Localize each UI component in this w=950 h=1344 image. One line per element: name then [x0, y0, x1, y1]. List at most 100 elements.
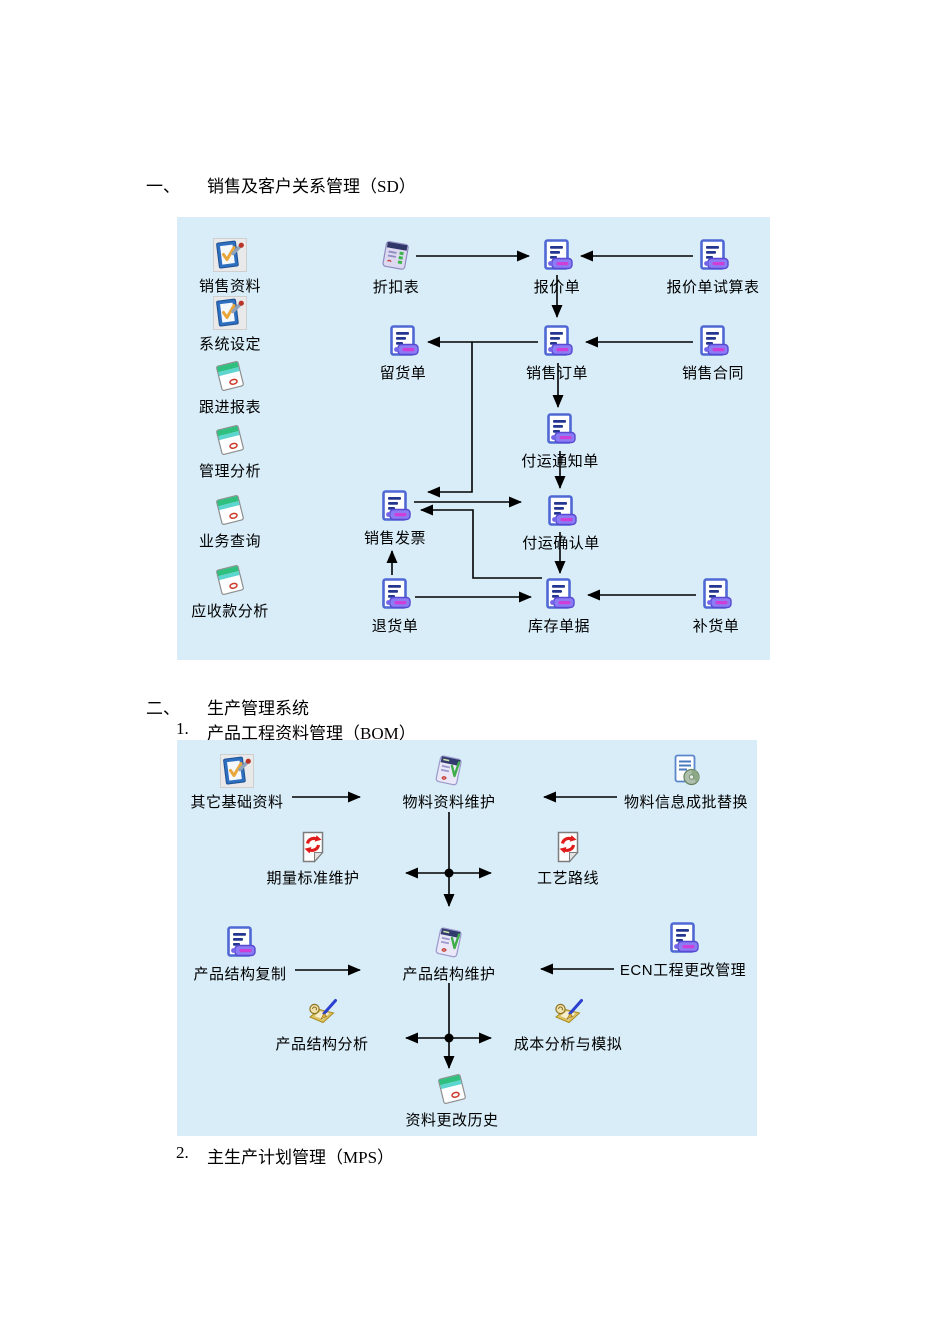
- notebook-icon: [213, 423, 247, 457]
- sidebar-item-receivable-analysis: 应收款分析: [155, 563, 305, 621]
- flow-node-return-order: 退货单: [320, 578, 470, 636]
- node-label: 业务查询: [198, 533, 261, 550]
- node-label: 物料资料维护: [402, 794, 496, 811]
- sidebar-item-sales-data: 销售资料: [155, 238, 305, 296]
- section-2-numeral: 二、: [146, 699, 180, 718]
- flow-node-other-base-data: 其它基础资料: [162, 754, 312, 812]
- node-label: 补货单: [692, 618, 740, 635]
- notepad-icon: [432, 754, 466, 788]
- node-label: 物料信息成批替换: [623, 794, 748, 811]
- document-tag-icon: [696, 325, 730, 359]
- recycle-document-icon: [296, 830, 330, 864]
- node-label: 折扣表: [372, 279, 420, 296]
- notebook-icon: [213, 359, 247, 393]
- node-label: 成本分析与模拟: [513, 1036, 623, 1053]
- node-label: 其它基础资料: [190, 794, 284, 811]
- notepad-icon: [432, 926, 466, 960]
- section-1-title: 销售及客户关系管理（SD）: [207, 177, 416, 196]
- flow-node-material-maintain: 物料资料维护: [374, 754, 524, 812]
- flow-node-process-route: 工艺路线: [493, 830, 643, 888]
- flow-node-change-history: 资料更改历史: [377, 1072, 527, 1130]
- node-label: 跟进报表: [198, 399, 261, 416]
- node-label: 退货单: [371, 618, 419, 635]
- flow-node-quotation-trial: 报价单试算表: [638, 239, 788, 297]
- subitem-1-heading: 1. 产品工程资料管理（BOM）: [0, 719, 950, 743]
- document-tag-icon: [543, 413, 577, 447]
- node-label: 报价单试算表: [666, 279, 760, 296]
- node-label: ECN工程更改管理: [619, 962, 747, 979]
- node-label: 产品结构复制: [193, 966, 287, 983]
- flow-node-inventory-doc: 库存单据: [484, 578, 634, 636]
- node-label: 销售发票: [363, 530, 426, 547]
- subitem-2-title: 主生产计划管理（MPS）: [207, 1148, 395, 1167]
- node-label: 应收款分析: [191, 603, 269, 620]
- subitem-2-heading: 2. 主生产计划管理（MPS）: [0, 1143, 950, 1167]
- document-tag-icon: [540, 239, 574, 273]
- document-tag-icon: [540, 325, 574, 359]
- node-label: 报价单: [533, 279, 581, 296]
- sidebar-item-business-query: 业务查询: [155, 493, 305, 551]
- sd-flow-panel: 销售资料 系统设定 跟进报表 管理分析 业务查询 应收款分析 折扣表 报价单 报…: [177, 217, 770, 660]
- flow-node-material-batch-replace: 物料信息成批替换: [611, 754, 761, 812]
- document-tag-icon: [542, 578, 576, 612]
- flow-node-structure-analysis: 产品结构分析: [247, 996, 397, 1054]
- node-label: 销售资料: [198, 278, 261, 295]
- section-2-heading: 二、 生产管理系统: [0, 694, 950, 718]
- flow-node-discount-table: 折扣表: [321, 239, 471, 297]
- calculator-pad-icon: [379, 239, 413, 273]
- node-label: 库存单据: [527, 618, 590, 635]
- node-label: 管理分析: [198, 463, 261, 480]
- node-label: 销售订单: [525, 365, 588, 382]
- bom-flow-connectors: [292, 791, 617, 1069]
- flow-node-sales-contract: 销售合同: [638, 325, 788, 383]
- sidebar-item-management-analysis: 管理分析: [155, 423, 305, 481]
- subitem-2-numeral: 2.: [176, 1143, 189, 1162]
- bom-flow-panel: 其它基础资料 物料资料维护 物料信息成批替换 期量标准维护 工艺路线 产品结构复…: [177, 740, 757, 1136]
- flow-node-ecn-management: ECN工程更改管理: [608, 922, 758, 980]
- document-tag-icon: [386, 325, 420, 359]
- document-tag-icon: [544, 495, 578, 529]
- flow-node-replenish-order: 补货单: [641, 578, 791, 636]
- notebook-icon: [213, 563, 247, 597]
- node-label: 资料更改历史: [405, 1112, 499, 1129]
- node-label: 付运确认单: [522, 535, 600, 552]
- subitem-1-numeral: 1.: [176, 719, 189, 738]
- section-1-heading: 一、 销售及客户关系管理（SD）: [0, 172, 950, 196]
- recycle-document-icon: [551, 830, 585, 864]
- flow-node-structure-maintain: 产品结构维护: [374, 926, 524, 984]
- junction-dot: [444, 1033, 454, 1043]
- document-tag-icon: [696, 239, 730, 273]
- node-label: 产品结构分析: [275, 1036, 369, 1053]
- document-tag-icon: [223, 926, 257, 960]
- document-tag-icon: [666, 922, 700, 956]
- flow-node-shipping-confirm: 付运确认单: [486, 495, 636, 553]
- document-tag-icon: [699, 578, 733, 612]
- node-label: 系统设定: [198, 336, 261, 353]
- flow-node-sales-order: 销售订单: [482, 325, 632, 383]
- checkbox-pencil-icon: [213, 238, 247, 272]
- document-disc-icon: [669, 754, 703, 788]
- subitem-1-title: 产品工程资料管理（BOM）: [207, 724, 416, 743]
- node-label: 留货单: [379, 365, 427, 382]
- document-tag-icon: [378, 490, 412, 524]
- sidebar-item-followup-report: 跟进报表: [155, 359, 305, 417]
- notebook-icon: [213, 493, 247, 527]
- document-tag-icon: [378, 578, 412, 612]
- checkbox-pencil-icon: [213, 296, 247, 330]
- gold-pencil-icon: [551, 996, 585, 1030]
- gold-pencil-icon: [305, 996, 339, 1030]
- flow-node-hold-goods-order: 留货单: [328, 325, 478, 383]
- node-label: 工艺路线: [536, 870, 599, 887]
- flow-node-cost-analysis: 成本分析与模拟: [493, 996, 643, 1054]
- sd-flow-connectors: [386, 250, 696, 603]
- node-label: 期量标准维护: [266, 870, 360, 887]
- node-label: 销售合同: [681, 365, 744, 382]
- notebook-icon: [435, 1072, 469, 1106]
- sidebar-item-system-setting: 系统设定: [155, 296, 305, 354]
- checkbox-pencil-icon: [220, 754, 254, 788]
- section-1-numeral: 一、: [146, 177, 180, 196]
- node-label: 付运通知单: [521, 453, 599, 470]
- flow-node-shipping-notice: 付运通知单: [485, 413, 635, 471]
- junction-dot: [444, 868, 454, 878]
- flow-node-quotation: 报价单: [482, 239, 632, 297]
